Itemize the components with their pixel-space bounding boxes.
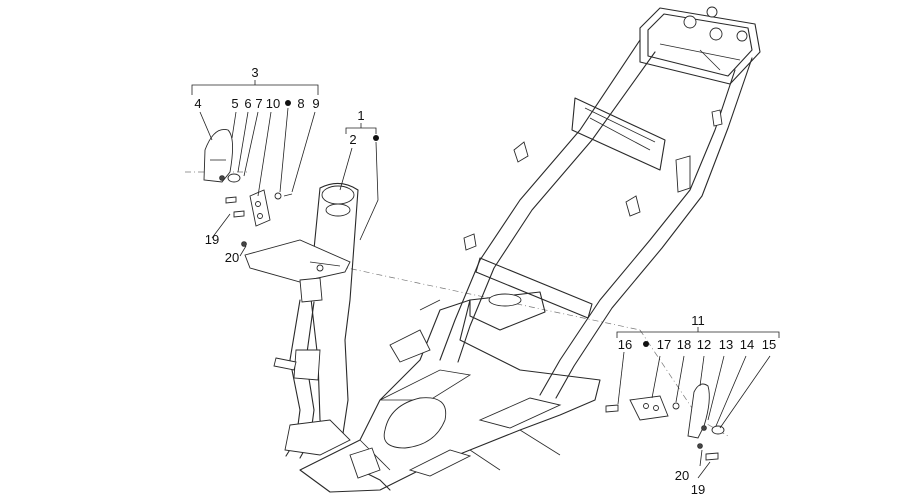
callout-20-left: 20	[225, 250, 239, 265]
callout-13: 13	[719, 337, 733, 352]
callout-18: 18	[677, 337, 691, 352]
callout-9: 9	[312, 96, 319, 111]
callout-2: 2	[349, 132, 356, 147]
callout-12: 12	[697, 337, 711, 352]
callout-7: 7	[255, 96, 262, 111]
right-bracket-group	[605, 327, 780, 479]
callout-8: 8	[297, 96, 304, 111]
callout-19-right: 19	[691, 482, 705, 497]
callout-6: 6	[244, 96, 251, 111]
callout-11: 11	[691, 313, 705, 328]
callout-labels: 3 4 5 6 7 10 8 9 19 20 1 2 11 16 17 18 1…	[194, 65, 776, 497]
callout-19-left: 19	[205, 232, 219, 247]
callout-4: 4	[194, 96, 201, 111]
callout-10: 10	[266, 96, 280, 111]
left-bracket-group	[191, 80, 319, 257]
callout-1: 1	[357, 108, 364, 123]
bullet-marker	[373, 135, 379, 141]
callout-17: 17	[657, 337, 671, 352]
callout-14: 14	[740, 337, 754, 352]
head-tube-callout-group	[339, 123, 379, 241]
callout-20-right: 20	[675, 468, 689, 483]
bullet-marker	[285, 100, 291, 106]
main-frame-drawing	[185, 6, 761, 493]
callout-5: 5	[231, 96, 238, 111]
callout-16: 16	[618, 337, 632, 352]
bullet-marker	[643, 341, 649, 347]
callout-15: 15	[762, 337, 776, 352]
callout-3: 3	[251, 65, 258, 80]
